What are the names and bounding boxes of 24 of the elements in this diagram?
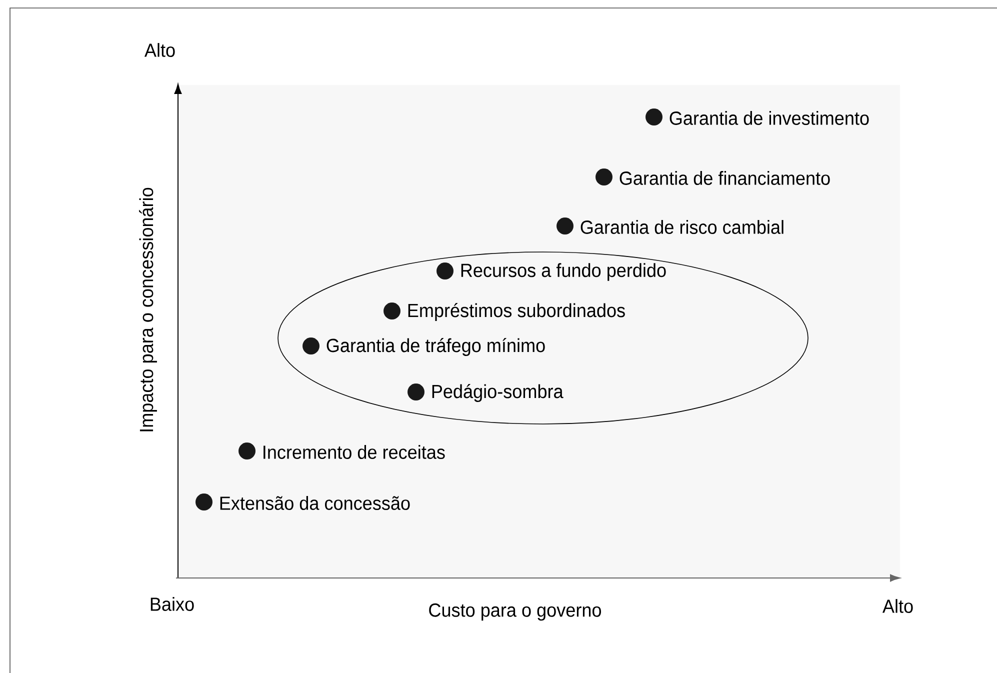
dot	[596, 168, 612, 186]
dot	[238, 442, 256, 460]
ellipse	[278, 252, 808, 424]
dot	[302, 338, 320, 354]
dot	[196, 494, 212, 510]
point-label: Incremento de receitas	[264, 445, 445, 459]
point-label: Recursos a fundo perdido	[461, 263, 666, 281]
point-label: Extensão da concessão	[220, 496, 410, 510]
point-label: Garantia de financiamento	[620, 171, 830, 185]
point-label: Pedágio-sombra	[432, 384, 564, 402]
dot	[556, 218, 574, 234]
dot	[646, 108, 662, 126]
dot	[384, 302, 400, 320]
axis-title: Impacto para o concessionário	[139, 188, 157, 432]
point-label: Empréstimos subordinados	[408, 303, 625, 321]
axis-end-label: Alto	[882, 599, 913, 613]
axis-title: Custo para o governo	[429, 603, 601, 621]
axis-end-label: Baixo	[150, 597, 194, 611]
point-label: Garantia de risco cambial	[580, 220, 784, 234]
axis-end-label: Alto	[144, 43, 175, 57]
dot	[408, 384, 424, 400]
dot	[436, 262, 454, 280]
point-label: Garantia de tráfego mínimo	[326, 338, 545, 356]
point-label: Garantia de investimento	[670, 111, 869, 125]
